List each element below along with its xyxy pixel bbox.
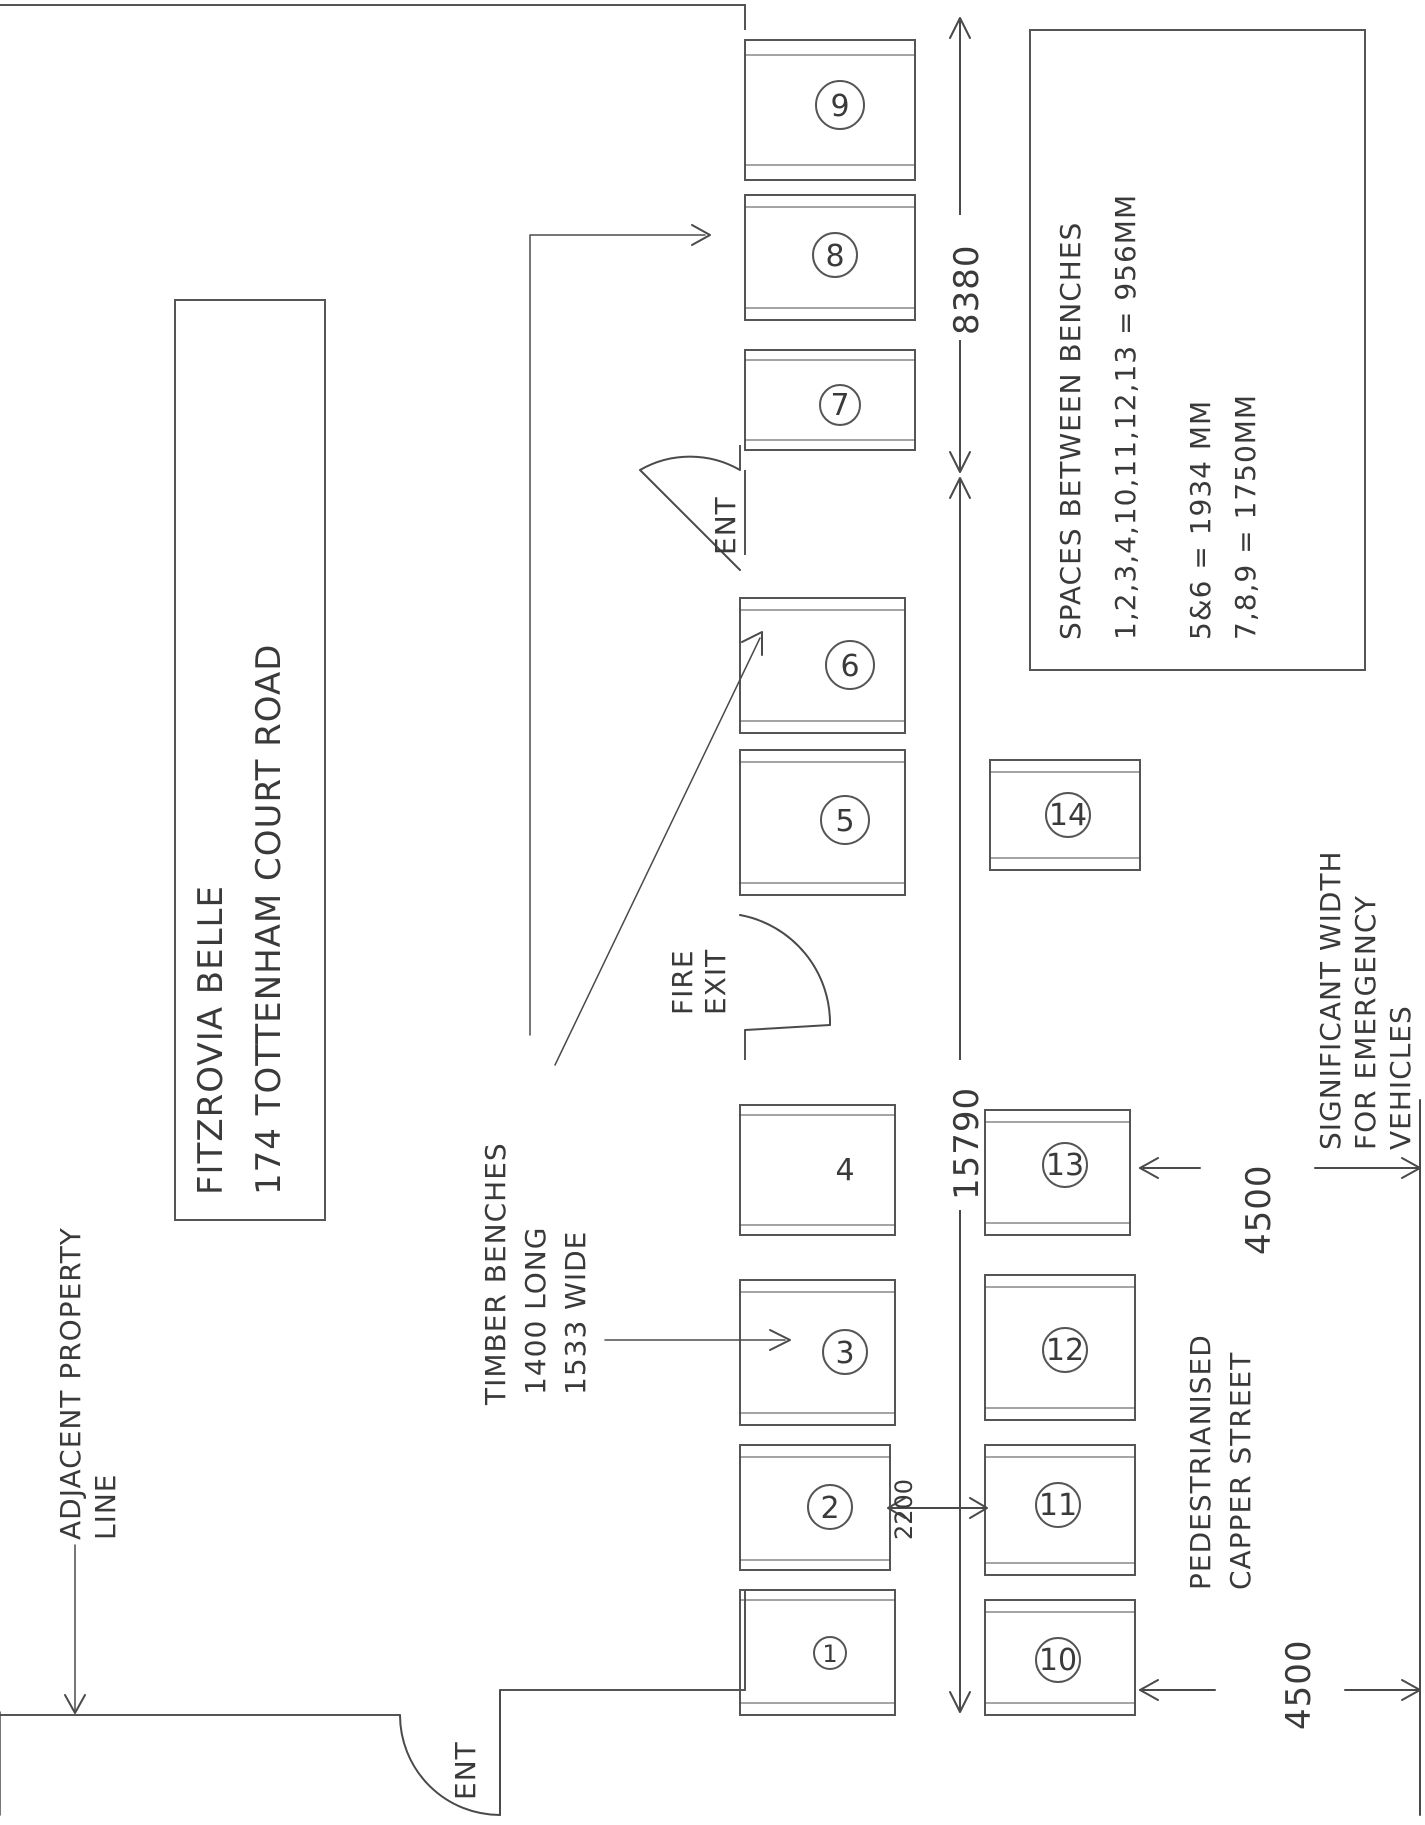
dimension-8380: 8380 <box>942 17 987 473</box>
dimension-4500-right: 4500 <box>1139 1157 1421 1255</box>
legend-line-1: SPACES BETWEEN BENCHES <box>1054 222 1087 640</box>
bench-2-number: 2 <box>820 1491 839 1526</box>
bench-12: 12 <box>984 1274 1136 1421</box>
bench-8: 8 <box>744 194 916 321</box>
bench-6-number: 6 <box>840 649 859 684</box>
dim-8380-label: 8380 <box>947 244 987 335</box>
bench-4: 4 <box>739 1104 896 1236</box>
fire-exit-label-2: EXIT <box>699 949 732 1015</box>
side-entrance-door <box>639 455 741 571</box>
emergency-label-3: VEHICLES <box>1384 1005 1417 1150</box>
annotations: ADJACENT PROPERTY LINE TIMBER BENCHES 14… <box>54 496 1417 1800</box>
leader-lines <box>64 224 791 1714</box>
bench-4-number: 4 <box>835 1153 854 1188</box>
benches: 1 2 3 4 5 6 7 8 9 10 11 12 13 14 <box>739 39 1141 1716</box>
bench-2: 2 <box>739 1444 891 1571</box>
legend-box: SPACES BETWEEN BENCHES 1,2,3,4,10,11,12,… <box>1029 29 1366 671</box>
bench-5-number: 5 <box>835 804 854 839</box>
bench-3: 3 <box>739 1279 896 1426</box>
title-address: 174 TOTTENHAM COURT ROAD <box>249 644 289 1195</box>
main-entrance-door <box>399 1689 501 1816</box>
bench-12-number: 12 <box>1046 1333 1084 1368</box>
title-box: FITZROVIA BELLE 174 TOTTENHAM COURT ROAD <box>174 299 326 1221</box>
timber-label-1: TIMBER BENCHES <box>479 1142 512 1406</box>
bench-14: 14 <box>989 759 1141 871</box>
street-label-2: CAPPER STREET <box>1224 1352 1257 1590</box>
bench-10-number: 10 <box>1039 1643 1077 1678</box>
bench-10: 10 <box>984 1599 1136 1716</box>
dim-4500-right-label: 4500 <box>1239 1164 1279 1255</box>
dim-2200-label: 2200 <box>890 1479 918 1540</box>
dim-15790-label: 15790 <box>947 1087 987 1200</box>
bench-13: 13 <box>984 1109 1131 1236</box>
fire-exit-door <box>739 914 832 1031</box>
timber-label-3: 1533 WIDE <box>559 1231 592 1395</box>
dimension-15790: 15790 <box>940 477 987 1713</box>
side-entrance-label: ENT <box>709 496 742 555</box>
bench-13-number: 13 <box>1046 1148 1084 1183</box>
title-name: FITZROVIA BELLE <box>191 885 231 1195</box>
bench-1: 1 <box>739 1589 896 1716</box>
bench-5: 5 <box>739 749 906 896</box>
legend-line-4: 7,8,9 = 1750MM <box>1229 394 1262 640</box>
building-outline <box>0 4 1421 1816</box>
bench-11-number: 11 <box>1039 1488 1077 1523</box>
dimension-4500-left: 4500 <box>1139 1639 1421 1730</box>
adjacent-label-1: ADJACENT PROPERTY <box>54 1227 87 1540</box>
bench-8-number: 8 <box>825 239 844 274</box>
main-entrance-label: ENT <box>449 1741 482 1800</box>
emergency-label-1: SIGNIFICANT WIDTH <box>1314 850 1347 1150</box>
timber-label-2: 1400 LONG <box>519 1227 552 1395</box>
bench-7-number: 7 <box>830 388 849 423</box>
adjacent-label-2: LINE <box>89 1474 122 1541</box>
bench-3-number: 3 <box>835 1336 854 1371</box>
fire-exit-label-1: FIRE <box>666 949 699 1015</box>
dim-4500-left-label: 4500 <box>1279 1639 1319 1730</box>
bench-9-number: 9 <box>830 89 849 124</box>
bench-1-number: 1 <box>822 1640 837 1668</box>
bench-7: 7 <box>744 349 916 451</box>
bench-9: 9 <box>744 39 916 181</box>
dimension-2200: 2200 <box>887 1479 988 1540</box>
legend-line-3: 5&6 = 1934 MM <box>1184 400 1217 640</box>
legend-line-2: 1,2,3,4,10,11,12,13 = 956MM <box>1109 194 1142 640</box>
bench-6: 6 <box>739 597 906 734</box>
bench-11: 11 <box>984 1444 1136 1576</box>
street-label-1: PEDESTRIANISED <box>1184 1334 1217 1590</box>
bench-14-number: 14 <box>1049 798 1087 833</box>
emergency-label-2: FOR EMERGENCY <box>1349 895 1382 1150</box>
